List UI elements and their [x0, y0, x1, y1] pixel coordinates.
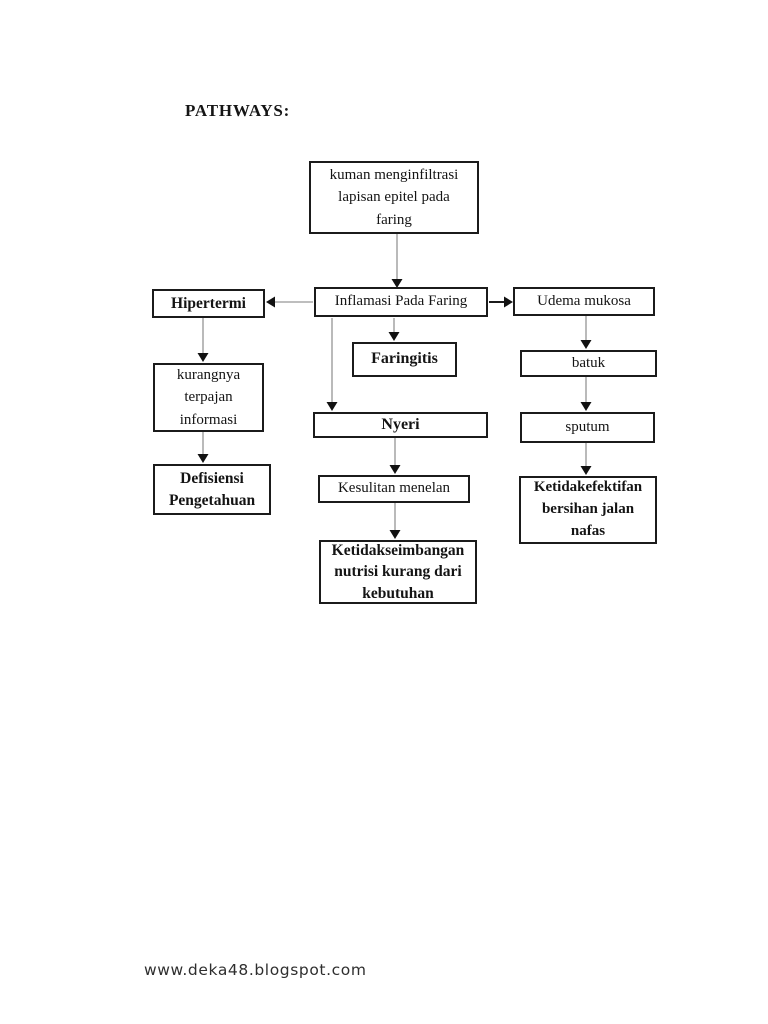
edge-inflamasi-nyeri-arrowhead — [326, 402, 338, 411]
node-ketidakefektifan-bersihan-jalan-nafas: Ketidakefektifan bersihan jalan nafas — [519, 476, 657, 544]
edge-kesulitan-ketidakseimbangan-arrowhead — [389, 530, 401, 539]
node-nyeri: Nyeri — [313, 412, 488, 438]
edge-sputum-ketidakefektifan-arrowhead — [580, 466, 592, 475]
edge-inflamasi-udema-arrowhead — [504, 296, 513, 308]
edge-inflamasi-faringitis-arrowhead — [388, 332, 400, 341]
node-faringitis: Faringitis — [352, 342, 457, 377]
node-hipertermi: Hipertermi — [152, 289, 265, 318]
page-title: PATHWAYS: — [185, 101, 291, 120]
edge-batuk-sputum-arrowhead — [580, 402, 592, 411]
node-udema-mukosa: Udema mukosa — [513, 287, 655, 316]
node-defisiensi-pengetahuan: Defisiensi Pengetahuan — [153, 464, 271, 515]
edge-kuman-inflamasi-arrowhead — [391, 279, 403, 288]
edge-udema-batuk-arrowhead — [580, 340, 592, 349]
node-ketidakseimbangan-nutrisi: Ketidakseimbangan nutrisi kurang dari ke… — [319, 540, 477, 604]
edge-kurangnya-defisiensi-arrowhead — [197, 454, 209, 463]
node-kuman-menginfiltrasi: kuman menginfiltrasi lapisan epitel pada… — [309, 161, 479, 234]
footer-url: www.deka48.blogspot.com — [144, 961, 367, 979]
node-kurangnya-terpajan-informasi: kurangnya terpajan informasi — [153, 363, 264, 432]
node-sputum: sputum — [520, 412, 655, 443]
node-batuk: batuk — [520, 350, 657, 377]
edge-nyeri-kesulitan-arrowhead — [389, 465, 401, 474]
node-kesulitan-menelan: Kesulitan menelan — [318, 475, 470, 503]
edge-inflamasi-hipertermi-arrowhead — [266, 296, 275, 308]
edge-hipertermi-kurangnya-arrowhead — [197, 353, 209, 362]
node-inflamasi-pada-faring: Inflamasi Pada Faring — [314, 287, 488, 317]
